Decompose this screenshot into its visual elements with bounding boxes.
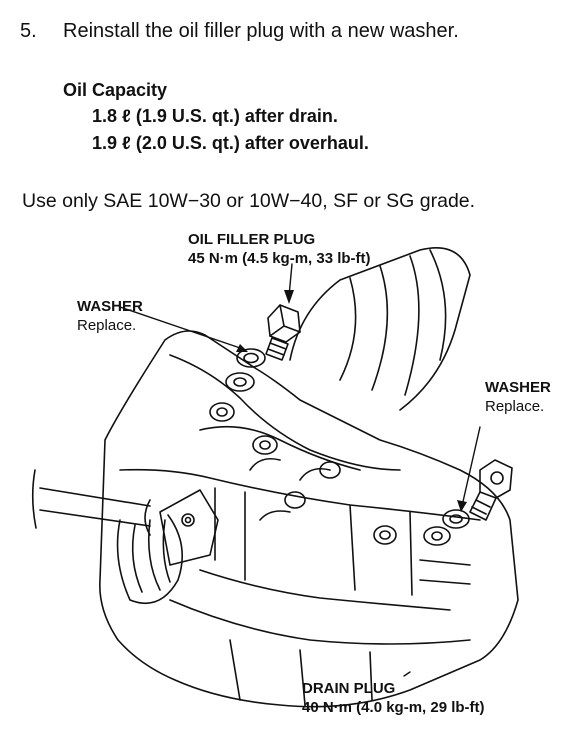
- drain-plug-label: DRAIN PLUG 40 N·m (4.0 kg-m, 29 lb-ft): [302, 679, 485, 717]
- oil-grade-note: Use only SAE 10W−30 or 10W−40, SF or SG …: [22, 190, 476, 212]
- filler-washer: [236, 348, 266, 368]
- filler-plug-label: OIL FILLER PLUG 45 N·m (4.5 kg-m, 33 lb-…: [188, 230, 371, 268]
- step-number: 5.: [20, 20, 37, 42]
- drain-plug-torque: 40 N·m (4.0 kg-m, 29 lb-ft): [302, 699, 485, 716]
- washer-left-name: WASHER: [77, 298, 143, 315]
- filler-plug-torque: 45 N·m (4.5 kg-m, 33 lb-ft): [188, 250, 371, 267]
- filler-plug-name: OIL FILLER PLUG: [188, 231, 316, 248]
- mount-bracket: [159, 489, 219, 566]
- washer-left-label: WASHER Replace.: [77, 297, 143, 335]
- filler-port: [225, 372, 255, 392]
- washer-right-note: Replace.: [485, 398, 545, 415]
- washer-right-name: WASHER: [485, 379, 551, 396]
- oil-capacity-drain: 1.8 ℓ (1.9 U.S. qt.) after drain.: [92, 106, 338, 126]
- drain-port: [423, 526, 451, 546]
- transmission-housing: [99, 330, 519, 708]
- drain-washer: [442, 509, 470, 529]
- oil-capacity-overhaul: 1.9 ℓ (2.0 U.S. qt.) after overhaul.: [92, 133, 369, 153]
- leader-lines: [119, 263, 481, 677]
- axle-shaft: [31, 469, 184, 605]
- drain-plug-assembly: [469, 459, 513, 521]
- cylinder-housing: [289, 246, 471, 411]
- washer-left-note: Replace.: [77, 317, 137, 334]
- oil-capacity-title: Oil Capacity: [63, 80, 168, 100]
- washer-right-label: WASHER Replace.: [485, 378, 551, 416]
- drain-plug-name: DRAIN PLUG: [302, 680, 396, 697]
- step-text: Reinstall the oil filler plug with a new…: [63, 20, 459, 42]
- filler-plug-assembly: [265, 304, 301, 361]
